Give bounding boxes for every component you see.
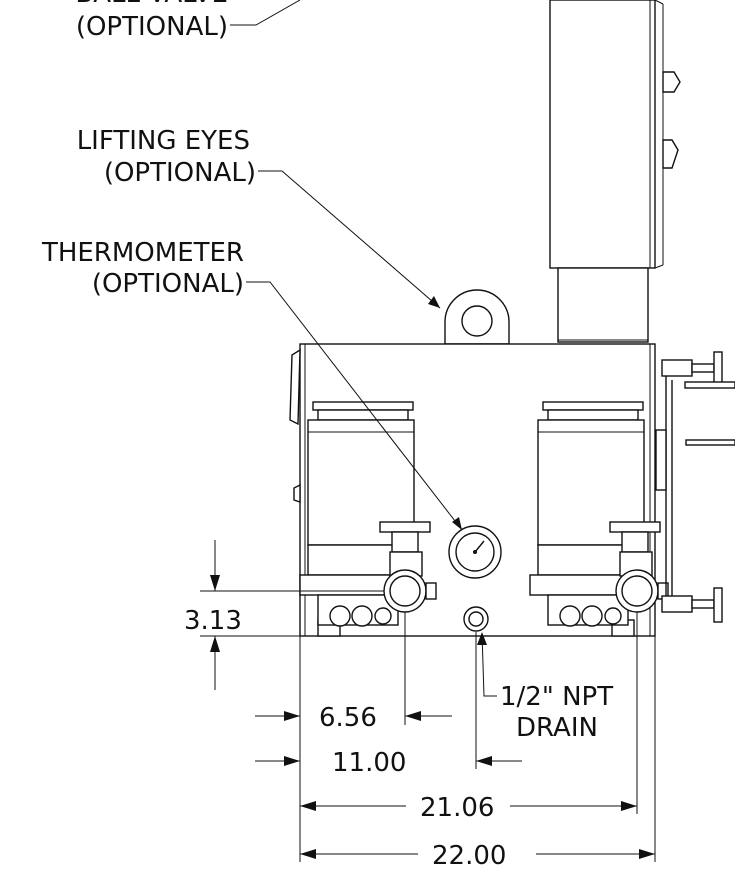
callout-leaders: [230, 0, 497, 697]
drain-label-line1: 1/2" NPT: [500, 682, 613, 712]
lifting-eye: [444, 289, 510, 345]
right-pump: [529, 401, 669, 627]
drain-label-line2: DRAIN: [516, 713, 598, 743]
thermometer-label-line2: (OPTIONAL): [92, 269, 244, 299]
control-panel: [549, 0, 681, 343]
ball-valve-label-line1: BALL VALVE: [75, 0, 228, 9]
dim-height-outlet: 3.13: [184, 606, 242, 636]
left-pump: [299, 401, 437, 627]
thermometer-label-line1: THERMOMETER: [41, 238, 244, 268]
dim-overall-width: 22.00: [432, 841, 506, 871]
dim-drain-offset: 11.00: [332, 748, 406, 778]
drain-fitting: [463, 606, 489, 632]
side-fittings: [655, 351, 735, 623]
thermometer-gauge: [448, 525, 502, 579]
ball-valve-label-line2: (OPTIONAL): [76, 12, 228, 42]
dim-outlet-span: 21.06: [420, 793, 494, 823]
lifting-eyes-label-line2: (OPTIONAL): [104, 158, 256, 188]
dimension-lines: [200, 540, 656, 862]
dim-outlet-offset: 6.56: [319, 703, 377, 733]
lifting-eyes-label-line1: LIFTING EYES: [77, 126, 250, 156]
